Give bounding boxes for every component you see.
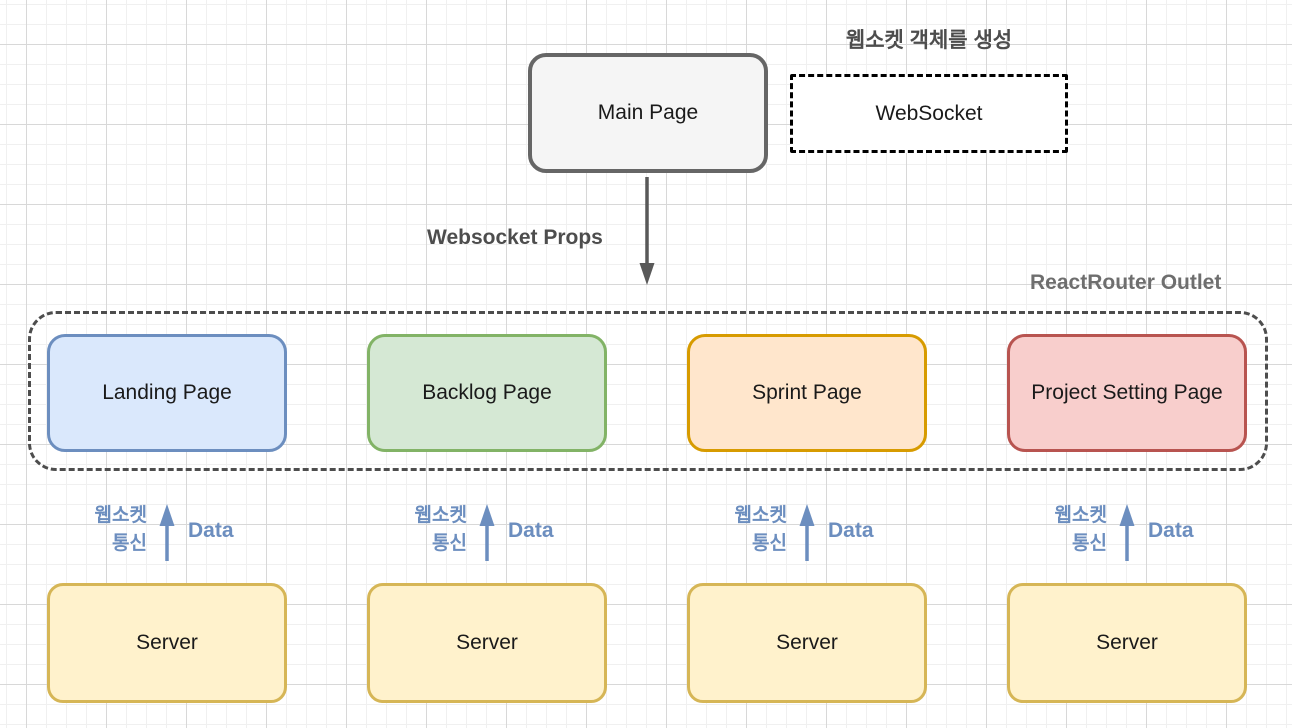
- sprint-page-node: Sprint Page: [687, 334, 927, 452]
- server-label: Server: [136, 631, 198, 654]
- server-to-page-arrow: [1119, 504, 1135, 561]
- server-label: Server: [456, 631, 518, 654]
- data-label: Data: [828, 519, 874, 542]
- server-node: Server: [687, 583, 927, 703]
- data-label: Data: [188, 519, 234, 542]
- websocket-comm-line2: 통신: [432, 533, 467, 554]
- main-to-outlet-arrow: [639, 177, 655, 285]
- project-setting-page-label: Project Setting Page: [1031, 381, 1223, 404]
- server-to-page-arrow: [159, 504, 175, 561]
- websocket-comm-line1: 웹소켓: [734, 505, 787, 526]
- server-to-page-arrow: [479, 504, 495, 561]
- backlog-page-node: Backlog Page: [367, 334, 607, 452]
- project-setting-page-node: Project Setting Page: [1007, 334, 1247, 452]
- server-label: Server: [776, 631, 838, 654]
- websocket-label: WebSocket: [875, 101, 983, 125]
- landing-page-label: Landing Page: [102, 381, 232, 404]
- websocket-comm-label: 웹소켓 통신: [367, 502, 467, 558]
- server-label: Server: [1096, 631, 1158, 654]
- websocket-comm-line1: 웹소켓: [1054, 505, 1107, 526]
- server-to-page-arrow: [799, 504, 815, 561]
- main-page-label: Main Page: [597, 101, 699, 124]
- server-node: Server: [47, 583, 287, 703]
- websocket-props-label: Websocket Props: [427, 226, 603, 249]
- landing-page-node: Landing Page: [47, 334, 287, 452]
- websocket-create-note: 웹소켓 객체를 생성: [845, 29, 1013, 52]
- websocket-node: WebSocket: [790, 74, 1068, 153]
- backlog-page-label: Backlog Page: [422, 381, 552, 404]
- websocket-comm-line2: 통신: [752, 533, 787, 554]
- websocket-comm-line2: 통신: [112, 533, 147, 554]
- main-page-node: Main Page: [528, 53, 768, 173]
- websocket-comm-label: 웹소켓 통신: [1007, 502, 1107, 558]
- websocket-comm-line1: 웹소켓: [94, 505, 147, 526]
- websocket-comm-label: 웹소켓 통신: [687, 502, 787, 558]
- reactrouter-outlet-label: ReactRouter Outlet: [1030, 271, 1222, 294]
- data-label: Data: [508, 519, 554, 542]
- sprint-page-label: Sprint Page: [752, 381, 862, 404]
- data-label: Data: [1148, 519, 1194, 542]
- websocket-comm-line2: 통신: [1072, 533, 1107, 554]
- server-node: Server: [367, 583, 607, 703]
- server-node: Server: [1007, 583, 1247, 703]
- reactrouter-outlet-container: [28, 311, 1268, 471]
- websocket-comm-line1: 웹소켓: [414, 505, 467, 526]
- websocket-comm-label: 웹소켓 통신: [47, 502, 147, 558]
